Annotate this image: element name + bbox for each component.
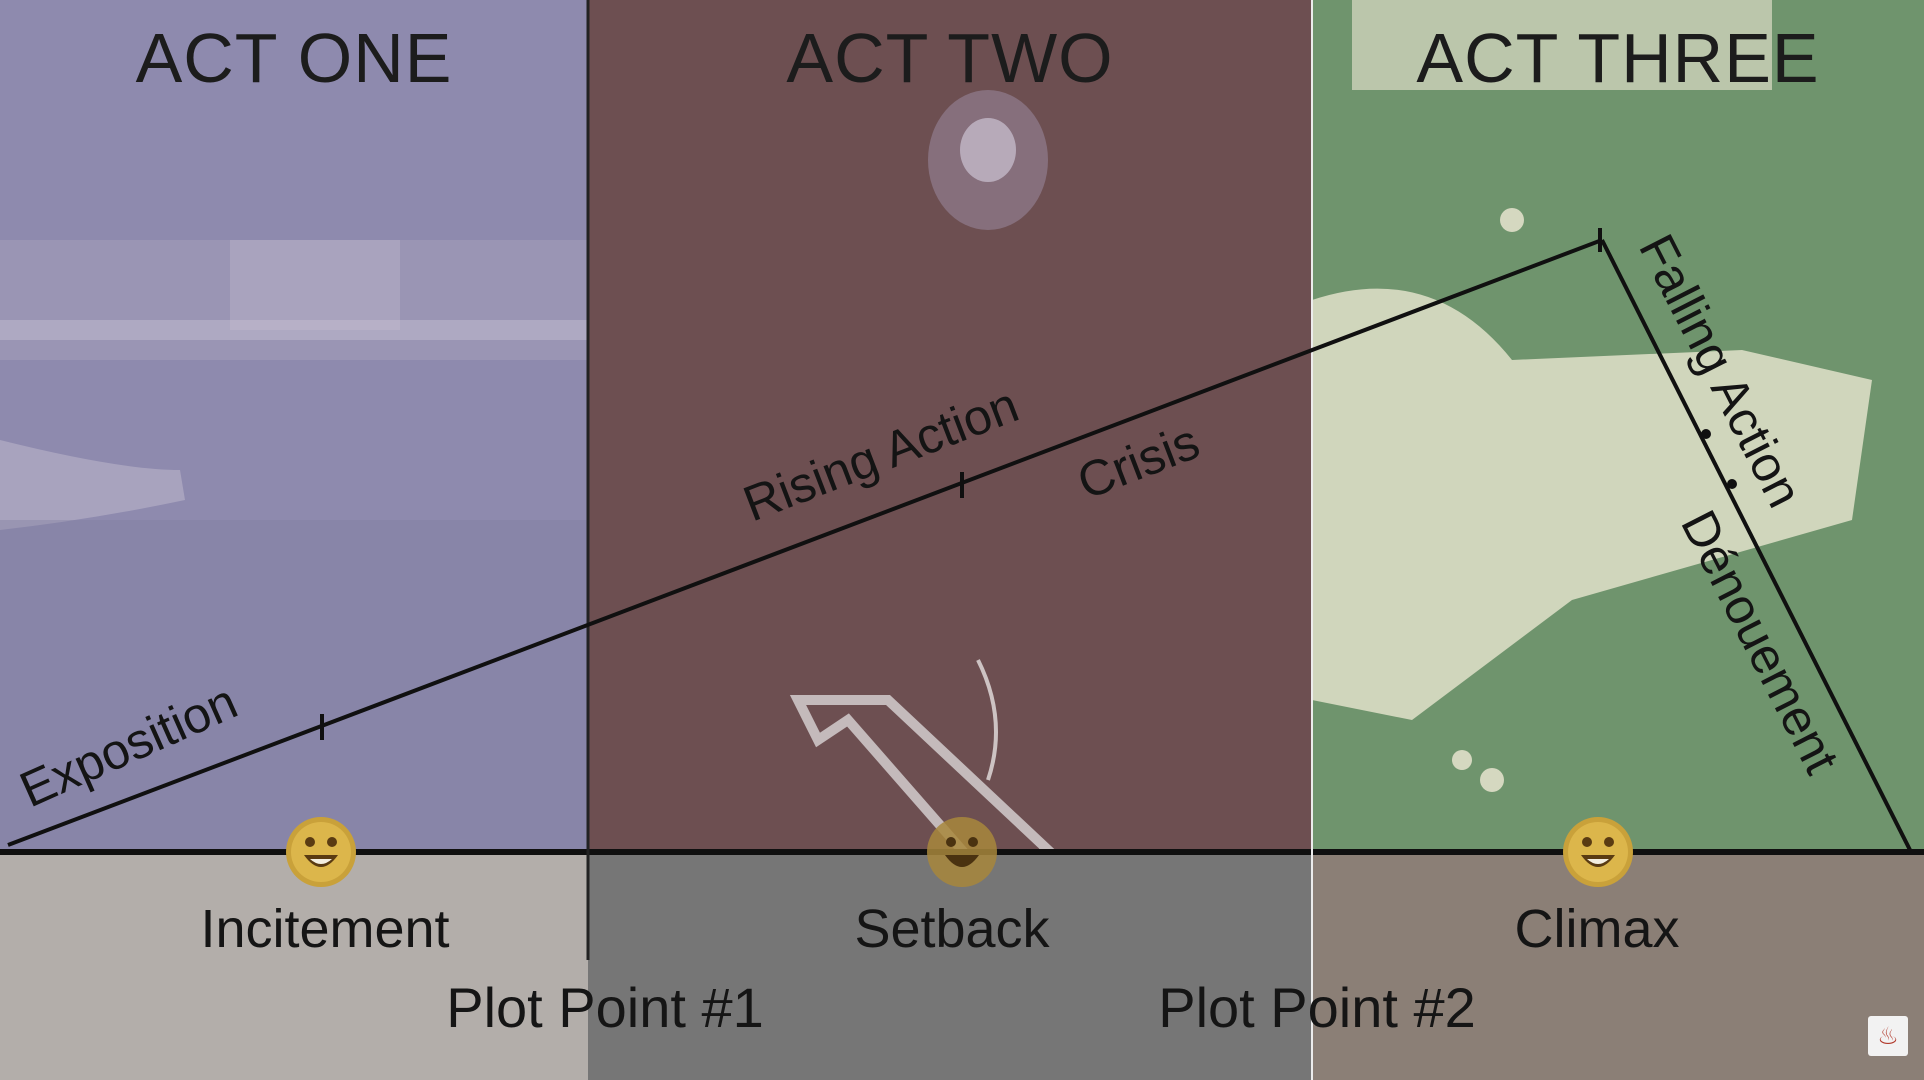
act-three-panel: ACT THREE	[1312, 0, 1924, 850]
act-two-title: ACT TWO	[786, 19, 1114, 97]
plot-point-1-label: Plot Point #1	[446, 976, 764, 1039]
incitement-label: Incitement	[200, 899, 450, 959]
denouement-label: Dénouement	[1670, 502, 1850, 783]
act-three-title: ACT THREE	[1416, 19, 1820, 97]
rising-action-label: Rising Action	[736, 376, 1026, 532]
plot-point-2-label: Plot Point #2	[1158, 976, 1476, 1039]
bottom-panel-left	[0, 855, 588, 1080]
rising-action-line	[7, 238, 1603, 847]
setback-label: Setback	[854, 899, 1050, 959]
falling-action-dot	[1701, 429, 1711, 439]
climax-label: Climax	[1514, 899, 1680, 959]
denouement-dot	[1727, 479, 1737, 489]
channel-logo-icon[interactable]: ♨	[1868, 1016, 1908, 1056]
climax-smiley-icon	[1563, 817, 1633, 887]
crisis-label: Crisis	[1070, 413, 1207, 510]
act-one-background-art	[0, 240, 588, 850]
act-three-background-art	[1312, 0, 1872, 792]
act-two-background-art	[789, 90, 1056, 850]
incitement-smiley-icon	[286, 817, 356, 887]
act-one-panel: ACT ONE	[0, 0, 588, 850]
exposition-label: Exposition	[12, 673, 246, 818]
setback-smiley-icon	[927, 817, 997, 887]
act-two-panel: ACT TWO	[588, 0, 1312, 850]
bottom-panel-middle	[588, 855, 1312, 1080]
act-one-title: ACT ONE	[135, 19, 453, 97]
falling-action-line	[1600, 239, 1912, 851]
bottom-panel-right	[1312, 855, 1924, 1080]
